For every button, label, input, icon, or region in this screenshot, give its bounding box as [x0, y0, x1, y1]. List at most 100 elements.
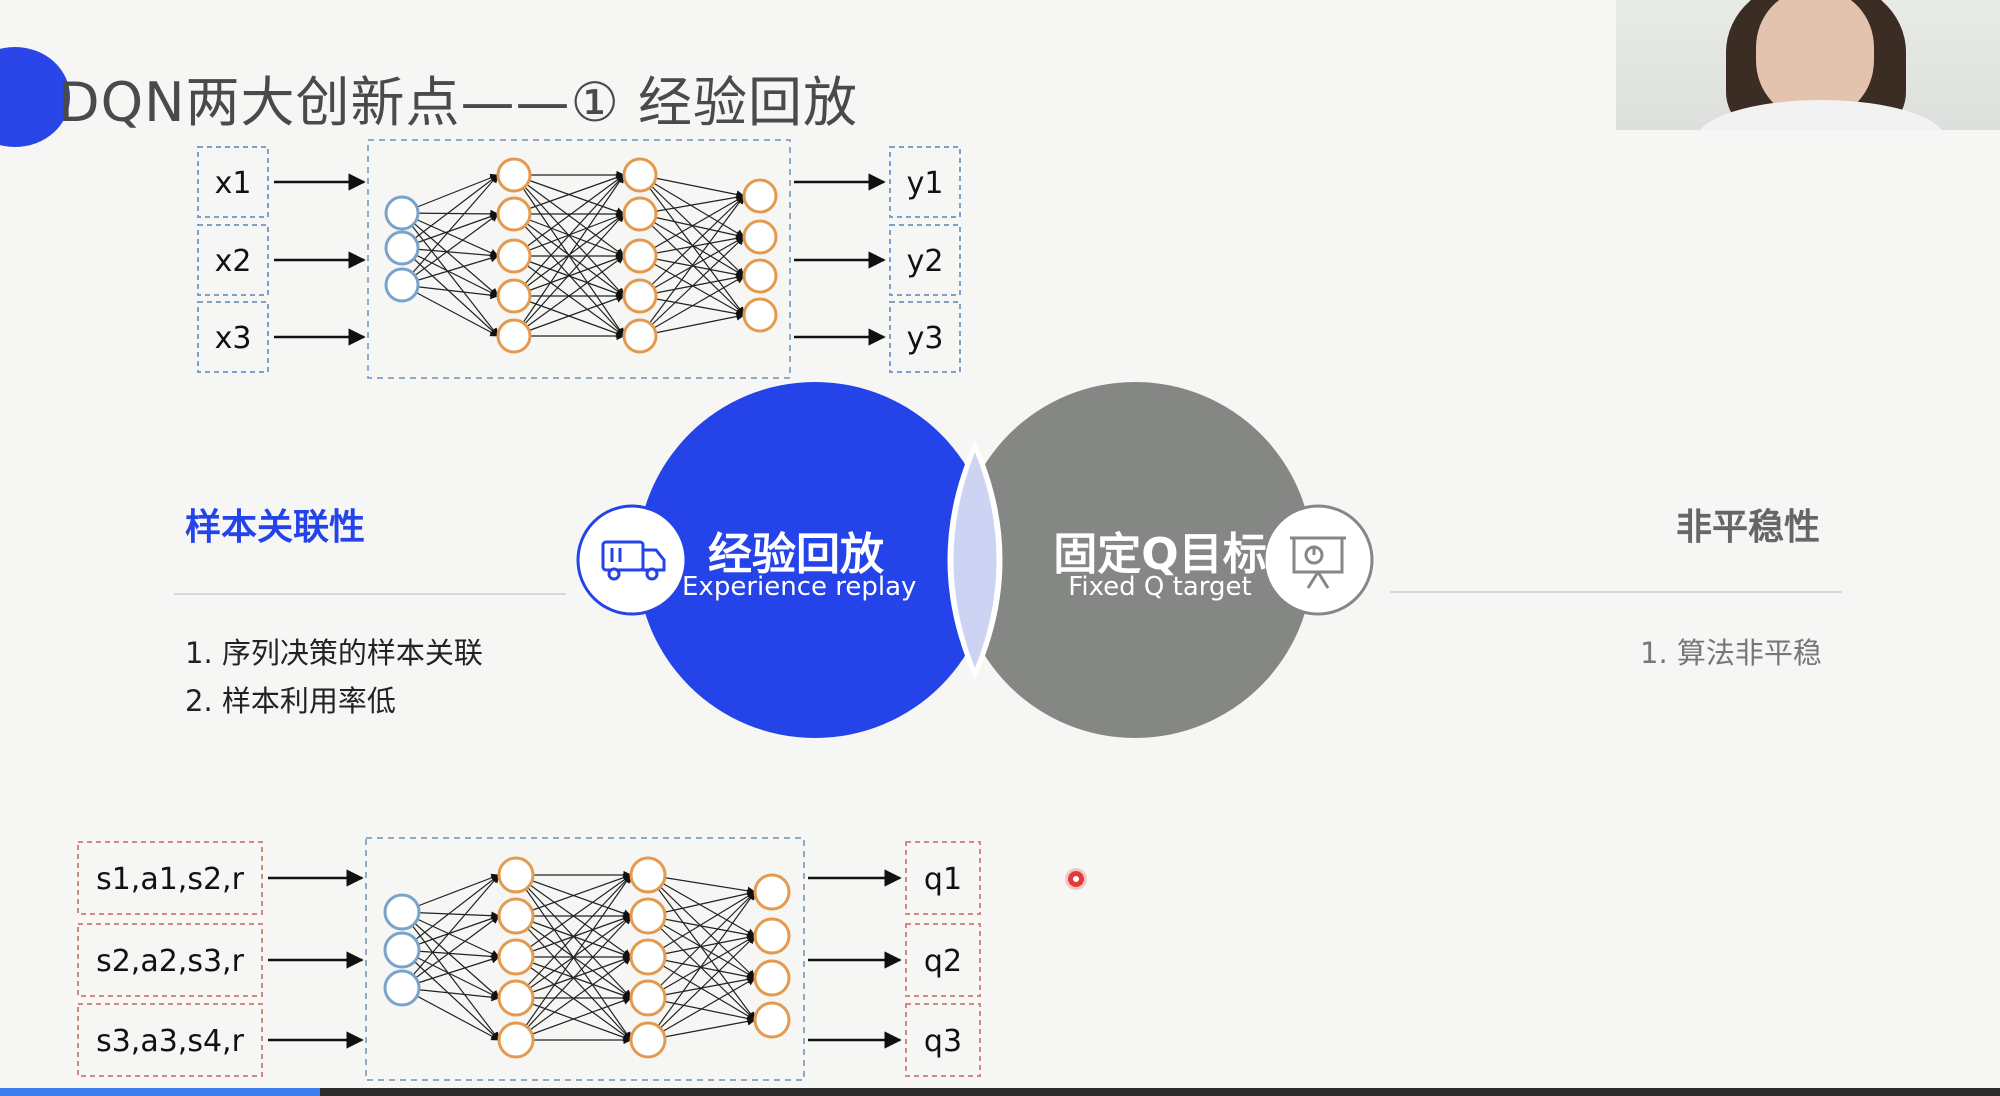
- bottom-input-box: [77, 1003, 263, 1077]
- venn-overlap: [953, 452, 997, 668]
- bottom-connection: [647, 977, 756, 1041]
- bottom-neuron: [497, 938, 535, 976]
- top-connection: [401, 247, 499, 337]
- bottom-neuron: [497, 856, 535, 894]
- bottom-neuron: [497, 1021, 535, 1059]
- venn-right-subtitle: Fixed Q target: [1068, 572, 1252, 602]
- bottom-neuron: [753, 959, 791, 997]
- video-progress-bar[interactable]: [0, 1088, 2000, 1096]
- bottom-neuron: [629, 1021, 667, 1059]
- delivery-truck-icon: [601, 540, 666, 581]
- bottom-connection: [647, 891, 756, 1041]
- top-connection: [639, 275, 745, 337]
- bottom-connection: [401, 874, 500, 951]
- top-output-label: y2: [907, 244, 944, 279]
- top-connection: [513, 294, 625, 337]
- bottom-output-box: [905, 923, 981, 997]
- bottom-connection: [515, 956, 632, 1041]
- bottom-connection: [401, 911, 500, 999]
- top-input-label: x3: [215, 321, 252, 356]
- top-connection: [401, 284, 499, 337]
- bottom-neuron: [383, 893, 421, 931]
- top-connection: [401, 247, 499, 297]
- bottom-output-box: [905, 841, 981, 915]
- venn-left-subtitle: Experience replay: [682, 572, 917, 602]
- bottom-connection: [401, 874, 500, 989]
- bottom-connection: [401, 915, 500, 989]
- top-neuron: [622, 318, 658, 354]
- bottom-connection: [515, 873, 632, 917]
- top-output-label: y3: [907, 321, 944, 356]
- bottom-neuron: [753, 873, 791, 911]
- top-input-box: [197, 224, 269, 296]
- left-icon-ring: [576, 504, 688, 616]
- top-connection: [513, 254, 625, 297]
- top-neuron: [496, 318, 532, 354]
- top-connection: [513, 173, 625, 215]
- top-neuron: [622, 157, 658, 193]
- top-connection: [513, 174, 625, 257]
- top-connection: [401, 213, 499, 286]
- left-panel-heading: 样本关联性: [185, 507, 366, 548]
- top-connection: [513, 213, 625, 337]
- top-connection: [639, 195, 745, 257]
- bottom-neuron: [629, 938, 667, 976]
- top-neuron: [496, 278, 532, 314]
- bottom-connection: [515, 915, 632, 1041]
- top-connection: [513, 174, 625, 337]
- bottom-output-label: q3: [924, 1024, 962, 1059]
- top-connection: [639, 174, 745, 238]
- slide-title: DQN两大创新点——① 经验回放: [58, 71, 859, 134]
- right-icon-ring: [1262, 504, 1374, 616]
- top-neuron: [384, 230, 420, 266]
- top-output-box: [889, 224, 961, 296]
- venn-right-title: 固定Q目标: [1053, 529, 1267, 580]
- top-input-box: [197, 146, 269, 218]
- top-input-label: x2: [215, 244, 252, 279]
- venn-right-circle: [957, 382, 1313, 738]
- bottom-connection: [647, 935, 756, 1041]
- top-connection: [513, 174, 625, 297]
- venn-left-title: 经验回放: [708, 529, 884, 580]
- top-neuron: [384, 267, 420, 303]
- top-output-box: [889, 146, 961, 218]
- top-neuron: [742, 178, 778, 214]
- bottom-connection: [401, 911, 500, 1041]
- bottom-input-box: [77, 923, 263, 997]
- right-panel-heading: 非平稳性: [1676, 507, 1821, 548]
- top-connection: [401, 212, 499, 257]
- venn-left-circle: [637, 382, 993, 738]
- bottom-neuron: [383, 931, 421, 969]
- top-connection: [401, 174, 499, 286]
- bottom-input-box: [77, 841, 263, 915]
- bottom-output-box: [905, 1003, 981, 1077]
- presenter-webcam: [1616, 0, 2000, 130]
- bottom-neuron: [497, 979, 535, 1017]
- top-connection: [639, 174, 745, 199]
- top-output-label: y1: [907, 166, 944, 201]
- bottom-neuron: [383, 969, 421, 1007]
- top-connection: [513, 255, 625, 337]
- bottom-neuron: [629, 897, 667, 935]
- top-network-frame: [367, 139, 791, 379]
- top-connection: [401, 174, 499, 249]
- top-connection: [639, 213, 745, 316]
- top-connection: [639, 312, 745, 337]
- top-connection: [639, 195, 745, 337]
- bottom-neuron: [753, 917, 791, 955]
- left-panel-item-2: 2. 样本利用率低: [185, 684, 396, 718]
- bottom-input-label: s1,a1,s2,r: [96, 862, 245, 897]
- bottom-connection: [515, 996, 632, 1041]
- bottom-connection: [515, 874, 632, 1041]
- top-connection: [401, 212, 499, 337]
- top-input-label: x1: [215, 166, 252, 201]
- bottom-neuron: [753, 1001, 791, 1039]
- presenter-face: [1756, 0, 1874, 118]
- top-neuron: [622, 278, 658, 314]
- video-progress-fill: [0, 1088, 320, 1096]
- top-network: x1 x2 x3 y1 y2 y3: [197, 139, 961, 379]
- bottom-connection: [401, 949, 500, 1041]
- top-neuron: [742, 219, 778, 255]
